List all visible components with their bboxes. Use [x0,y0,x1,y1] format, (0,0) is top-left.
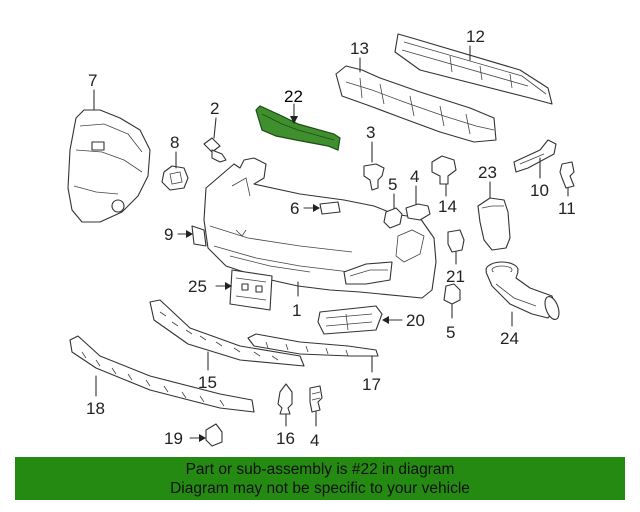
part-1-bumper-fascia[interactable] [203,157,437,299]
part-14-clip[interactable] [431,155,457,185]
callout-8[interactable]: 8 [170,133,179,152]
callout-4-lower[interactable]: 4 [310,431,319,450]
callout-labels: 1 2 3 4 4 5 5 6 7 8 9 10 11 12 13 14 15 … [86,27,576,450]
leader-25-arrow [225,282,232,290]
leader-19-arrow [199,434,206,442]
callout-18[interactable]: 18 [86,399,105,418]
callout-15[interactable]: 15 [198,373,217,392]
part-20-lower-grille[interactable] [317,305,383,335]
leader-2 [213,117,217,139]
part-15-lower-deflector[interactable] [149,299,305,367]
callout-14[interactable]: 14 [438,197,457,216]
part-2-push-pin[interactable] [203,137,227,163]
callout-21[interactable]: 21 [446,267,465,286]
part-23-deflector[interactable] [477,197,511,251]
callout-22[interactable]: 22 [284,87,303,106]
banner-line-1: Part or sub-assembly is #22 in diagram [185,461,455,478]
part-5-clip-upper[interactable] [383,207,403,229]
banner-line-2: Diagram may not be specific to your vehi… [170,480,470,497]
part-17-trim-strip[interactable] [247,333,379,357]
info-banner: Part or sub-assembly is #22 in diagram D… [15,457,625,500]
parts-diagram: 1 2 3 4 4 5 5 6 7 8 9 10 11 12 13 14 15 … [67,27,576,450]
callout-5-upper[interactable]: 5 [388,175,397,194]
callout-6[interactable]: 6 [290,199,299,218]
callout-3[interactable]: 3 [366,123,375,142]
part-9-pad[interactable] [191,225,207,247]
callout-5-lower[interactable]: 5 [446,323,455,342]
part-25-license-bracket[interactable] [229,269,273,311]
callout-2[interactable]: 2 [210,99,219,118]
callout-1[interactable]: 1 [292,301,301,320]
callout-23[interactable]: 23 [478,163,497,182]
callout-20[interactable]: 20 [406,311,425,330]
part-8-bolt[interactable] [161,165,189,191]
callout-11[interactable]: 11 [558,199,576,218]
leader-22-arrow [290,116,298,124]
part-10-bracket[interactable] [513,139,557,173]
part-11-push-pin[interactable] [559,161,575,189]
callout-25[interactable]: 25 [188,277,207,296]
part-3-retainer[interactable] [363,163,385,191]
callout-4-upper[interactable]: 4 [410,167,419,186]
leader-9-arrow [186,230,193,238]
part-21-insert[interactable] [447,229,465,253]
leader-6-arrow [313,204,320,212]
part-13-energy-absorber[interactable] [335,65,497,143]
part-12-impact-bar[interactable] [394,33,553,105]
callout-7[interactable]: 7 [88,71,97,90]
part-4-screw-lower[interactable] [309,385,323,413]
part-7-splash-shield[interactable] [67,109,151,223]
callout-10[interactable]: 10 [530,181,549,200]
part-16-push-pin[interactable] [277,383,293,415]
callout-19[interactable]: 19 [164,429,183,448]
callout-9[interactable]: 9 [164,225,173,244]
callout-16[interactable]: 16 [276,429,295,448]
part-5-clip-lower[interactable] [443,283,461,305]
leader-20-arrow [382,316,389,324]
part-18-lower-valance[interactable] [69,335,255,413]
part-4-screw-upper[interactable] [405,203,431,221]
callout-24[interactable]: 24 [500,329,519,348]
part-6-reflector[interactable] [319,201,341,215]
callout-12[interactable]: 12 [466,27,485,46]
callout-13[interactable]: 13 [350,39,369,58]
part-24-air-duct[interactable] [485,261,562,321]
part-22-bracket[interactable] [255,105,341,151]
part-19-push-pin[interactable] [205,423,223,447]
callout-17[interactable]: 17 [362,375,381,394]
